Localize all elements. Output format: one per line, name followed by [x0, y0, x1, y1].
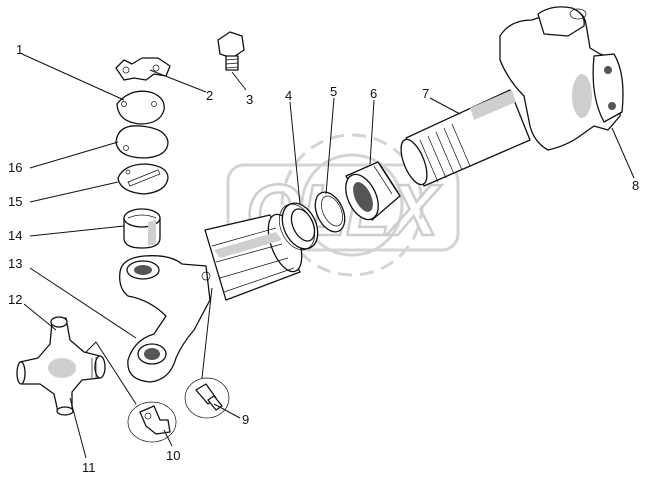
part-15-slotted-gasket — [117, 163, 169, 195]
callout-16: 16 — [8, 160, 22, 175]
callout-8: 8 — [632, 178, 639, 193]
leader-lines — [21, 53, 635, 459]
part-8-flange-yoke — [499, 6, 624, 151]
callout-10: 10 — [166, 448, 180, 463]
part-7-splined-shaft — [400, 89, 531, 187]
part-6-dust-cover — [345, 161, 401, 221]
callout-5: 5 — [330, 84, 337, 99]
part-14-bushing — [123, 208, 161, 249]
part-16-cover-plate — [115, 125, 169, 159]
callout-6: 6 — [370, 86, 377, 101]
part-2-lock-plate — [115, 57, 171, 81]
callout-7: 7 — [422, 86, 429, 101]
callout-15: 15 — [8, 194, 22, 209]
part-12-cross — [16, 316, 106, 416]
part-9-straight-fitting — [184, 377, 230, 419]
callout-4: 4 — [285, 88, 292, 103]
shaft-tube — [204, 213, 303, 301]
part-13-yoke — [119, 255, 211, 383]
part-3-bolt — [217, 31, 245, 71]
callout-11: 11 — [82, 460, 96, 475]
callout-14: 14 — [8, 228, 22, 243]
part-10-angle-fitting — [127, 401, 177, 443]
callout-12: 12 — [8, 292, 22, 307]
part-4-seal-ring — [278, 202, 319, 251]
callout-1: 1 — [16, 42, 23, 57]
callout-3: 3 — [246, 92, 253, 107]
part-5-retaining-ring — [314, 191, 346, 233]
callout-13: 13 — [8, 256, 22, 271]
part-1-gasket — [116, 90, 165, 125]
callout-2: 2 — [206, 88, 213, 103]
callout-labels: 1 2 3 4 5 6 7 8 9 10 11 12 13 14 15 16 — [8, 42, 639, 475]
callout-9: 9 — [242, 412, 249, 427]
